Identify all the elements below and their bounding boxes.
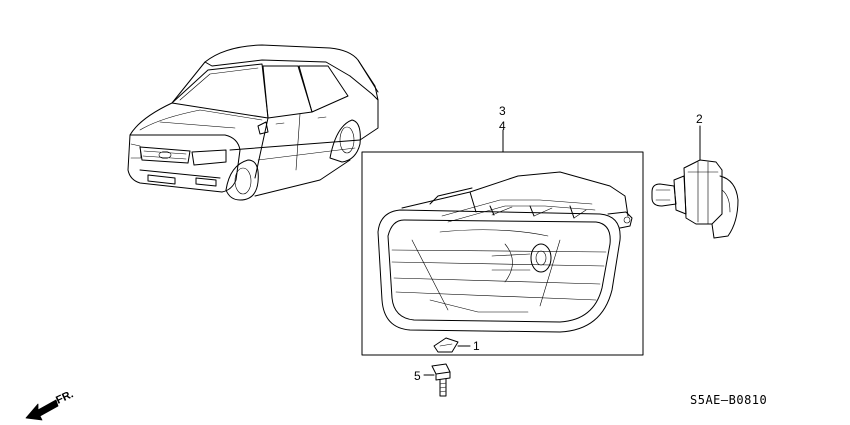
front-arrow-icon: [25, 399, 59, 421]
front-direction-indicator: FR.: [25, 388, 75, 421]
fog-light-assembly: [377, 171, 633, 333]
vehicle-illustration: [127, 44, 379, 201]
front-direction-label: FR.: [54, 388, 75, 406]
screw: [423, 363, 451, 397]
clip-nut: [433, 337, 471, 353]
fog-light-bulb: [651, 125, 739, 239]
callout-5: 5: [414, 369, 421, 383]
callout-1: 1: [473, 339, 480, 353]
callout-3: 3: [499, 104, 506, 118]
callout-2: 2: [696, 112, 703, 126]
diagram-code: S5AE–B0810: [690, 393, 767, 407]
callout-4: 4: [499, 119, 506, 133]
assembly-group-bracket: [361, 151, 644, 356]
